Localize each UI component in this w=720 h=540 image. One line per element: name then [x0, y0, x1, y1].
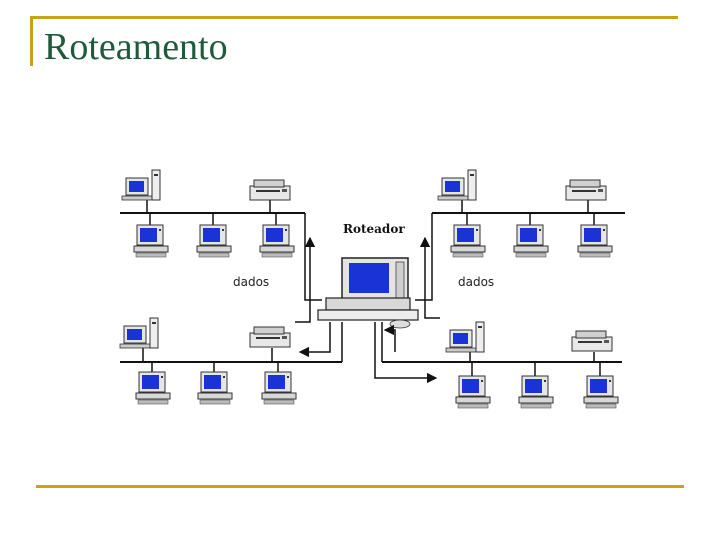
tower-computer-icon	[121, 169, 161, 201]
computer-icon	[518, 375, 554, 409]
computer-icon	[133, 224, 169, 258]
printer-icon	[571, 330, 613, 352]
printer-icon	[249, 326, 291, 348]
computer-icon	[135, 371, 171, 405]
computer-icon	[259, 224, 295, 258]
tower-computer-icon	[119, 317, 159, 349]
computer-icon	[513, 224, 549, 258]
tower-computer-icon	[445, 321, 485, 353]
lan-top-right	[432, 169, 625, 258]
lan-bottom-left	[119, 317, 342, 405]
data-label-left: dados	[233, 275, 269, 289]
routing-arrows	[295, 213, 440, 384]
left-rule	[30, 16, 33, 66]
computer-icon	[196, 224, 232, 258]
bottom-rule	[36, 485, 684, 488]
computer-icon	[583, 375, 619, 409]
router-label: Roteador	[343, 222, 405, 236]
tower-computer-icon	[437, 169, 477, 201]
computer-icon	[455, 375, 491, 409]
computer-icon	[197, 371, 233, 405]
router-computer-icon	[317, 257, 419, 329]
slide-title: Roteamento	[44, 26, 228, 68]
computer-icon	[577, 224, 613, 258]
printer-icon	[565, 179, 607, 201]
lan-bottom-right	[382, 321, 622, 409]
top-rule	[30, 16, 678, 19]
computer-icon	[261, 371, 297, 405]
lan-top-left	[120, 169, 305, 258]
printer-icon	[249, 179, 291, 201]
data-label-right: dados	[458, 275, 494, 289]
computer-icon	[450, 224, 486, 258]
